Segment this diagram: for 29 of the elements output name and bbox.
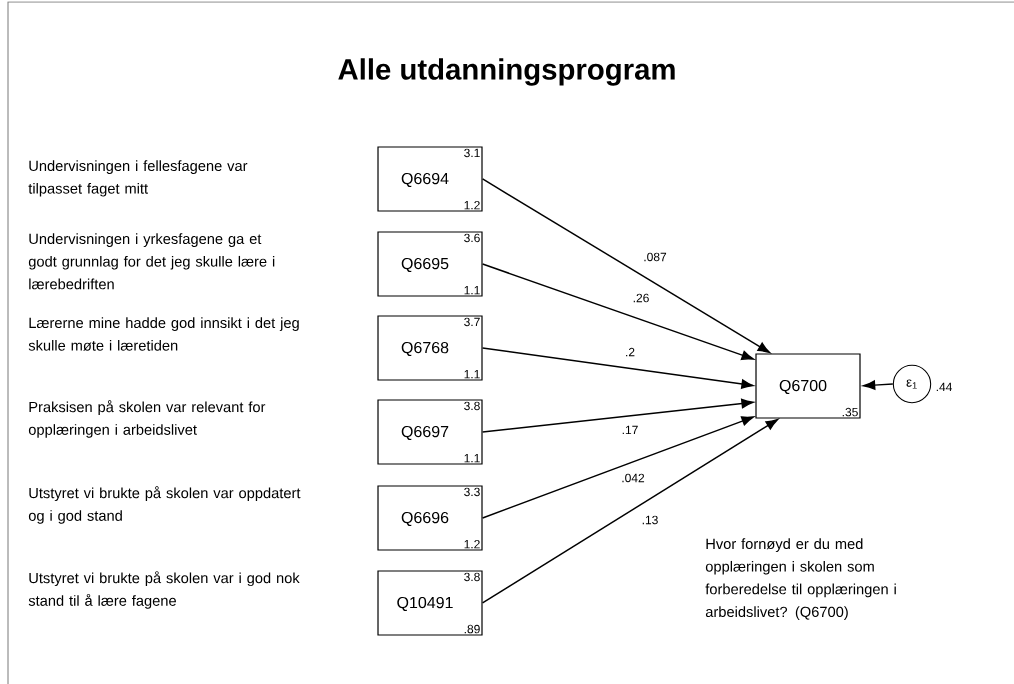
arrow xyxy=(481,263,754,360)
arrow xyxy=(481,398,754,433)
edge-label: .087 xyxy=(642,251,668,263)
question-text: Lærerne mine hadde god innsikt i det jeg skulle møte i læretiden xyxy=(28,317,299,351)
question-text: Praksisen på skolen var relevant for opplæringen i arbeidslivet xyxy=(28,400,266,438)
question-text: Hvor fornøyd er du med opplæringen i skolen som forberedelse til opplæringen i arbeidslivet? (Q6700) xyxy=(705,538,896,620)
variable-box: Q6696 3.3 1.2 xyxy=(377,485,483,551)
edge-label: .17 xyxy=(620,424,640,436)
arrow xyxy=(481,178,771,354)
arrow xyxy=(481,418,779,604)
arrow xyxy=(481,416,754,519)
edge-label: .13 xyxy=(640,514,660,526)
question-text: Undervisningen i yrkesfagene ga et godt grunnlag for det jeg skulle lære i lærebedriften xyxy=(28,233,275,290)
node-label: .44 xyxy=(936,382,953,392)
question-text: Utstyret vi brukte på skolen var i god nok stand til å lære fagene xyxy=(28,571,300,609)
question-text: Utstyret vi brukte på skolen var oppdatert og i god stand xyxy=(28,486,301,524)
title: Alle utdanningsprogram xyxy=(338,58,675,86)
variable-box: Q6697 3.8 1.1 xyxy=(377,399,483,465)
edge-label: .042 xyxy=(620,472,646,484)
variable-box: Q6695 3.6 1.1 xyxy=(377,231,483,297)
variable-box: Q10491 3.8 .89 xyxy=(377,570,483,636)
arrow xyxy=(481,347,754,389)
variable-box: Q6700 .35 xyxy=(755,353,861,419)
arrow xyxy=(862,380,894,390)
edge-label: .26 xyxy=(631,292,651,304)
question-text: Undervisningen i fellesfagene var tilpasset faget mitt xyxy=(28,160,248,197)
variable-box: Q6694 3.1 1.2 xyxy=(377,146,483,212)
variable-box: Q6768 3.7 1.1 xyxy=(377,315,483,381)
edge-label: .2 xyxy=(623,346,637,358)
